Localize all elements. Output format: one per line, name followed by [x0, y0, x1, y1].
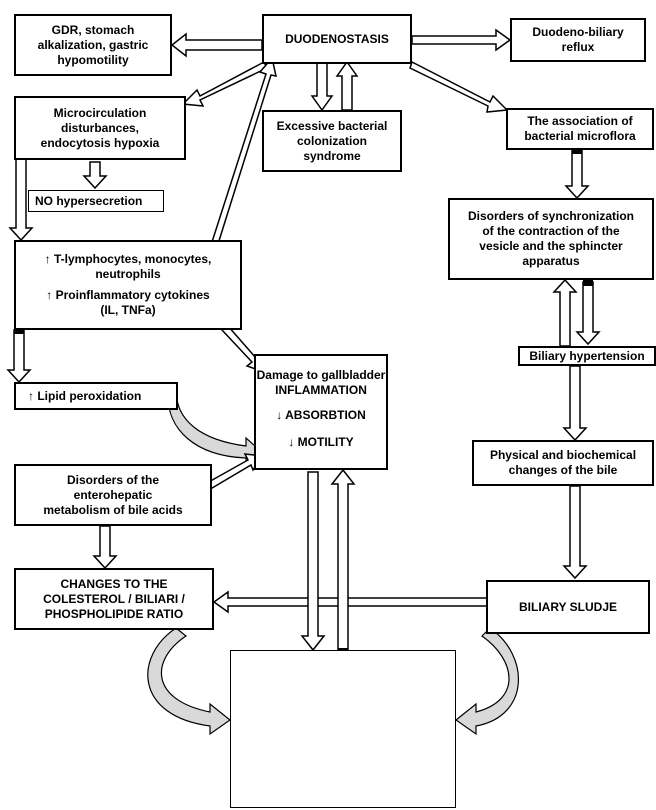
arrow-hypertension-to-physical	[562, 365, 588, 442]
arrow-duodenostasis-to-microcirculation	[181, 60, 269, 107]
arrow-microcirculation-to-no	[82, 161, 108, 190]
arrow-immune-to-duodenostasis	[211, 56, 277, 245]
node-gdr: GDR, stomach alkalization, gastric hypom…	[14, 14, 172, 76]
node-duodenostasis: DUODENOSTASIS	[262, 14, 412, 64]
node-lipid-peroxidation: ↑ Lipid peroxidation	[14, 382, 178, 410]
arrow-duodenostasis-to-colonization	[310, 61, 334, 112]
curved-arrow-sludge-to-gallbladder	[454, 627, 520, 736]
node-duodeno-biliary-reflux: Duodeno-biliary reflux	[510, 18, 646, 62]
node-ratio-changes: CHANGES TO THE COLESTEROL / BILIARI / PH…	[14, 568, 214, 630]
arrow-duodenostasis-to-gdr	[170, 32, 263, 58]
node-microcirculation: Microcirculation disturbances, endocytos…	[14, 96, 186, 160]
node-biliary-sludge: BILIARY SLUDJE	[486, 580, 650, 634]
node-damage-gallbladder: Damage to gallbladder INFLAMMATION ↓ ABS…	[254, 354, 388, 470]
arrow-damage-to-gallbladder	[300, 471, 326, 652]
arrow-duodenostasis-to-association	[409, 60, 509, 113]
node-immune-cytokines: ↑ T-lymphocytes, monocytes, neutrophils …	[14, 240, 242, 330]
node-bacterial-association: The association of bacterial microflora	[506, 108, 654, 150]
node-enterohepatic: Disorders of the enterohepatic metabolis…	[14, 464, 212, 526]
arrow-ratio-sludge-double	[212, 590, 512, 614]
arrow-cytokines-to-lipid	[6, 328, 32, 384]
node-biliary-hypertension: Biliary hypertension	[518, 346, 656, 366]
arrow-hypertension-to-sync	[552, 278, 578, 347]
node-disorders-synchronization: Disorders of synchronization of the cont…	[448, 198, 654, 280]
node-bacterial-colonization: Excessive bacterial colonization syndrom…	[262, 110, 402, 172]
node-physical-biochemical-changes: Physical and biochemical changes of the …	[472, 440, 654, 486]
arrow-colonization-to-duodenostasis	[335, 60, 359, 111]
arrow-physical-to-sludge	[562, 485, 588, 580]
arrow-association-to-sync	[564, 148, 590, 200]
gallbladder-image-frame	[230, 650, 456, 808]
arrow-enterohepatic-to-ratio	[92, 525, 118, 570]
node-no-hypersecretion: NO hypersecretion	[28, 190, 164, 212]
arrow-sync-to-hypertension	[575, 280, 601, 346]
arrow-gallbladder-to-damage	[330, 468, 356, 655]
curved-arrow-ratio-to-gallbladder	[147, 627, 232, 736]
arrow-duodenostasis-to-reflux	[411, 28, 512, 52]
